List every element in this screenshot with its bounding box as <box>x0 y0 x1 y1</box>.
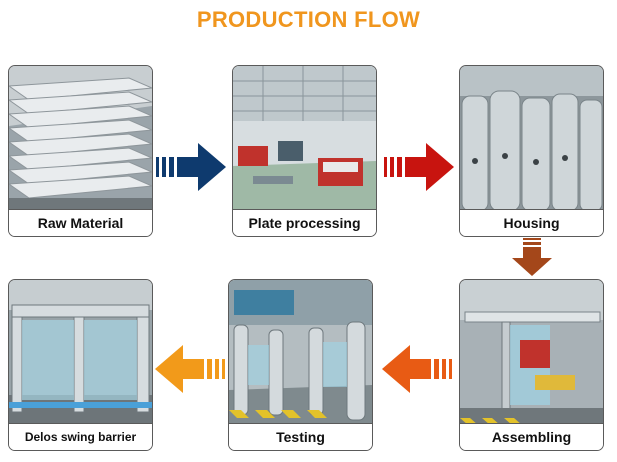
step-label: Testing <box>229 423 372 450</box>
arrow-right-icon <box>384 143 454 191</box>
arrow-left-icon <box>382 345 452 393</box>
housing-photo <box>460 66 603 211</box>
step-card-testing: Testing <box>228 279 373 451</box>
step-card-housing: Housing <box>459 65 604 237</box>
testing-photo <box>229 280 372 425</box>
step-label: Housing <box>460 209 603 236</box>
arrow-left-icon <box>155 345 225 393</box>
step-card-assembling: Assembling <box>459 279 604 451</box>
step-card-plate-processing: Plate processing <box>232 65 377 237</box>
step-label: Plate processing <box>233 209 376 236</box>
page-title: PRODUCTION FLOW <box>196 7 421 32</box>
step-label: Assembling <box>460 423 603 450</box>
plate-processing-photo <box>233 66 376 211</box>
step-card-raw-material: Raw Material <box>8 65 153 237</box>
step-label: Raw Material <box>9 209 152 236</box>
step-label: Delos swing barrier <box>9 423 152 450</box>
arrow-down-icon <box>512 238 552 276</box>
step-card-delos-swing-barrier: Delos swing barrier <box>8 279 153 451</box>
swing-barrier-photo <box>9 280 152 425</box>
arrow-right-icon <box>156 143 226 191</box>
assembling-photo <box>460 280 603 425</box>
raw-material-photo <box>9 66 152 211</box>
